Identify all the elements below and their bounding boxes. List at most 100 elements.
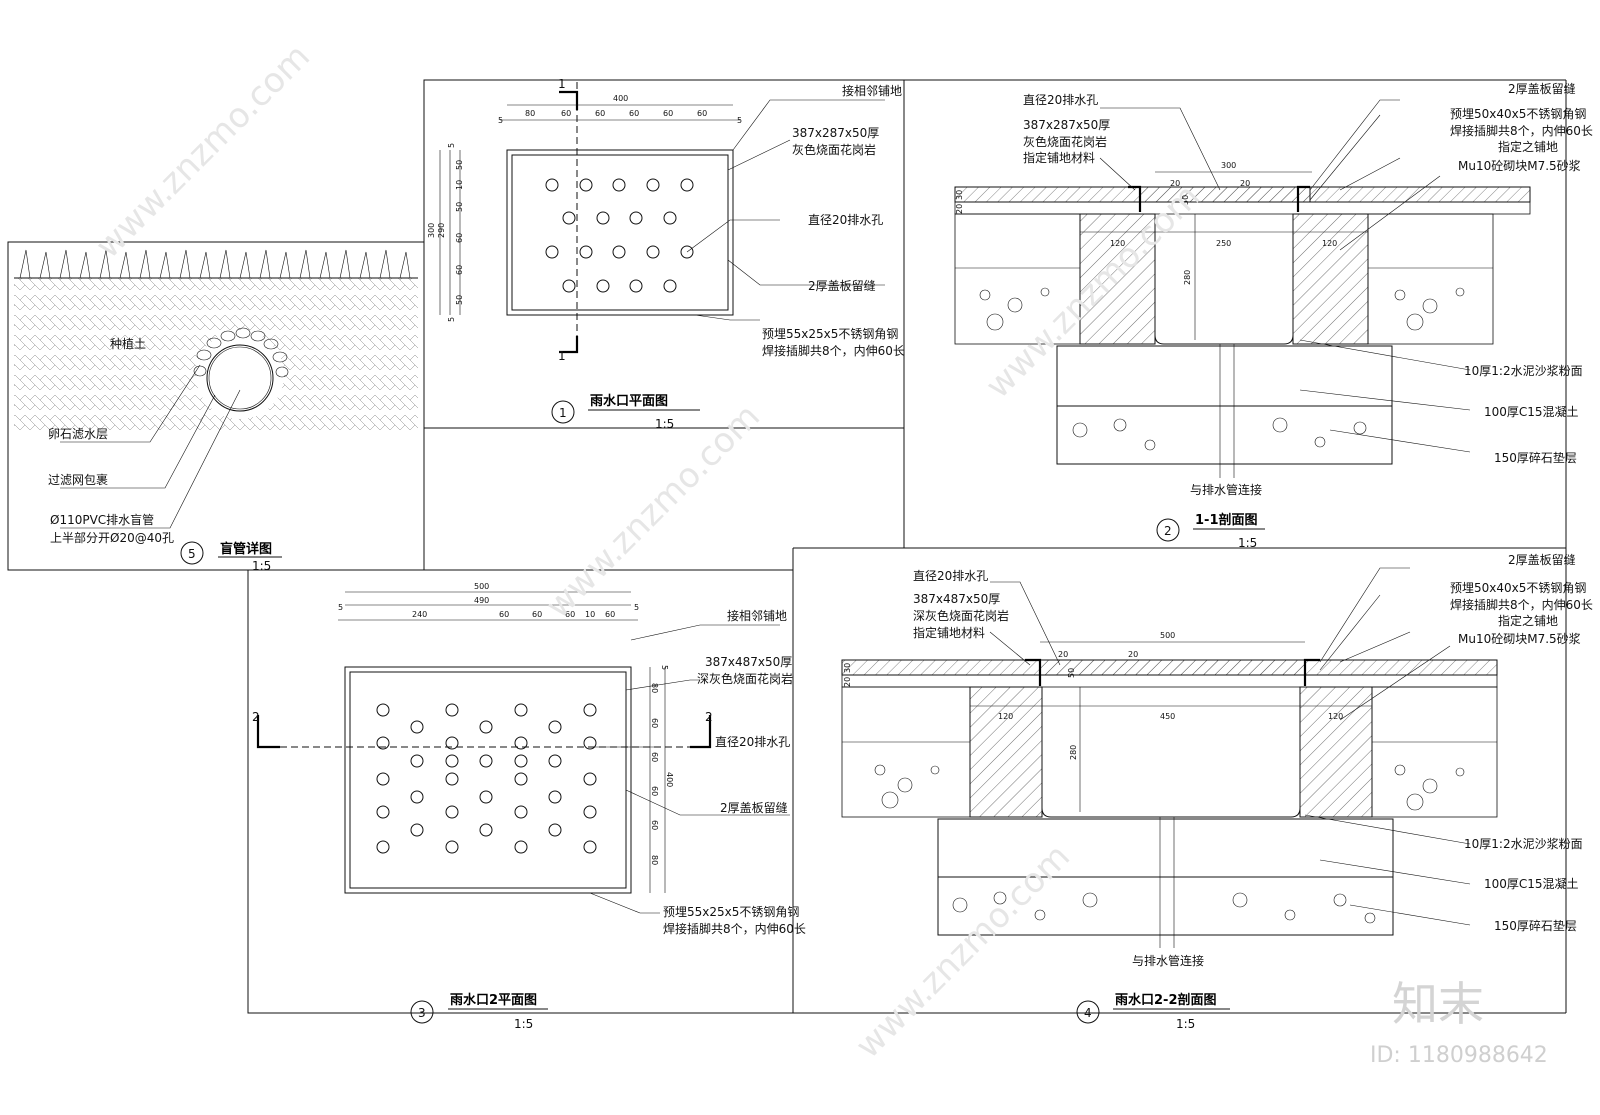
- pvc-pipe: [206, 344, 274, 412]
- label-cover-gap: 2厚盖板留缝: [808, 278, 876, 293]
- dim-left-5: 10: [455, 180, 464, 190]
- dim-2-inner: 250: [1216, 239, 1231, 248]
- label-4-gravel: 150厚碎石垫层: [1494, 918, 1577, 933]
- watermark-id: ID: 1180988642: [1370, 1043, 1548, 1068]
- detail-number-circle-3: [410, 1000, 434, 1024]
- label-planting-soil: 种植土: [110, 336, 146, 351]
- dim-3-top-3: 60: [499, 610, 509, 619]
- detail3-plan: 500 490 5 240 60 60 60 10 60 5 5 80 60 6…: [252, 582, 806, 1031]
- dim-4-depth: 280: [1069, 745, 1078, 760]
- dim-3-top-2: 240: [412, 610, 427, 619]
- dim-3-right-1: 5: [660, 665, 669, 670]
- detail1-scale: 1:5: [655, 417, 674, 431]
- dim-top-3: 60: [561, 109, 571, 118]
- dim-4-wall-r: 120: [1328, 712, 1343, 721]
- detail-number-circle-1: [551, 400, 575, 424]
- dim-top-7: 60: [697, 109, 707, 118]
- dim-3-right-2: 80: [650, 683, 659, 693]
- detail4-scale: 1:5: [1176, 1017, 1195, 1031]
- label-drain-hole: 直径20排水孔: [808, 213, 883, 227]
- label-4-angle-steel: 预埋50x40x5不锈钢角钢: [1450, 581, 1586, 595]
- label-4-drain-hole: 直径20排水孔: [913, 569, 988, 583]
- drain-holes-1: [545, 178, 694, 293]
- label-weld-legs: 焊接插脚共8个，内伸60长: [762, 343, 905, 358]
- label-2-pipe-connect: 与排水管连接: [1190, 482, 1262, 497]
- label-4-granite-color: 深灰色烧面花岗岩: [913, 608, 1009, 623]
- dim-3-inner: 490: [474, 596, 489, 605]
- dim-3-top-8: 5: [634, 603, 639, 612]
- detail3-scale: 1:5: [514, 1017, 533, 1031]
- aggregate-circles-4: [874, 764, 1465, 924]
- detail4-number: 4: [1084, 1006, 1092, 1020]
- detail2-scale: 1:5: [1238, 536, 1257, 550]
- label-4-paving: 指定之铺地: [1498, 613, 1558, 628]
- label-2-paving: 指定之铺地: [1498, 139, 1558, 154]
- section-mark-1-bottom: 1: [558, 349, 566, 363]
- label-2-paving-material: 指定铺地材料: [1023, 150, 1095, 165]
- detail4-section: 500 20 20 50 20 30 120 450 120 280 直径20排…: [841, 552, 1593, 1031]
- watermark-brand: 知末: [1392, 977, 1484, 1031]
- watermark-site-4: www.znzmo.com: [848, 836, 1078, 1066]
- dim-3-overall: 500: [474, 582, 489, 591]
- dim-top-1: 5: [498, 116, 503, 125]
- label-3-granite-color: 深灰色烧面花岗岩: [697, 671, 793, 686]
- dim-top-overall: 400: [613, 94, 628, 103]
- label-3-weld-legs: 焊接插脚共8个，内伸60长: [663, 921, 806, 936]
- dim-2-e: 30: [955, 190, 964, 200]
- label-3-drain-hole: 直径20排水孔: [715, 735, 790, 749]
- label-4-masonry: Mu10砼砌块M7.5砂浆: [1458, 631, 1581, 646]
- dim-2-c: 50: [1181, 195, 1190, 205]
- dim-4-c: 50: [1067, 668, 1076, 678]
- pebble-layer: [193, 327, 289, 378]
- grass-marks: [19, 249, 411, 279]
- label-2-weld-legs: 焊接插脚共8个，内伸60长: [1450, 123, 1593, 138]
- label-4-weld-legs: 焊接插脚共8个，内伸60长: [1450, 597, 1593, 612]
- dim-left-9: 50: [455, 295, 464, 305]
- label-4-mortar: 10厚1:2水泥沙浆粉面: [1464, 836, 1583, 851]
- label-2-angle-steel: 预埋50x40x5不锈钢角钢: [1450, 107, 1586, 121]
- aggregate-circles-2: [979, 287, 1465, 451]
- detail-number-circle-5: [180, 541, 204, 565]
- dim-left-3: 5: [447, 143, 456, 148]
- dim-2-wall-r: 120: [1322, 239, 1337, 248]
- label-adjacent-paving: 接相邻铺地: [842, 83, 902, 98]
- dim-2-depth: 280: [1183, 270, 1192, 285]
- dim-3-top-5: 60: [565, 610, 575, 619]
- dim-left-10: 5: [447, 317, 456, 322]
- dim-3-right-4: 60: [650, 752, 659, 762]
- dim-2-d: 20: [955, 204, 964, 214]
- label-2-cover-gap: 2厚盖板留缝: [1508, 81, 1576, 96]
- dim-3-right-7: 80: [650, 855, 659, 865]
- section-mark-2-right: 2: [705, 710, 713, 724]
- label-filter-mesh: 过滤网包裹: [48, 472, 108, 487]
- dim-3-right-3: 60: [650, 718, 659, 728]
- dim-3-right-5: 60: [650, 786, 659, 796]
- detail3-number: 3: [418, 1006, 426, 1020]
- dim-3-top-6: 10: [585, 610, 595, 619]
- dim-top-5: 60: [629, 109, 639, 118]
- label-granite-color: 灰色烧面花岗岩: [792, 142, 876, 157]
- dim-top-6: 60: [663, 109, 673, 118]
- detail1-plan: 400 5 80 60 60 60 60 60 5 300 290 5 50 1…: [427, 77, 905, 431]
- dim-top-8: 5: [737, 116, 742, 125]
- label-2-masonry: Mu10砼砌块M7.5砂浆: [1458, 158, 1581, 173]
- section-mark-2-left: 2: [252, 710, 260, 724]
- dim-left-8: 60: [455, 265, 464, 275]
- drain-holes-2: [376, 703, 597, 854]
- dim-4-width: 500: [1160, 631, 1175, 640]
- label-2-gravel: 150厚碎石垫层: [1494, 450, 1577, 465]
- label-2-granite-size: 387x287x50厚: [1023, 118, 1110, 132]
- label-angle-steel: 预埋55x25x5不锈钢角钢: [762, 327, 898, 341]
- detail1-number: 1: [559, 406, 567, 420]
- dim-4-b: 20: [1128, 650, 1138, 659]
- label-2-mortar: 10厚1:2水泥沙浆粉面: [1464, 363, 1583, 378]
- dim-left-overall: 300: [427, 223, 436, 238]
- label-pvc-pipe: Ø110PVC排水盲管: [50, 512, 154, 527]
- detail5-scale: 1:5: [252, 559, 271, 573]
- dim-4-wall-l: 120: [998, 712, 1013, 721]
- detail5-blind-pipe: 种植土 卵石滤水层 过滤网包裹 Ø110PVC排水盲管 上半部分开Ø20@40孔…: [14, 249, 418, 573]
- section-mark-1-top: 1: [558, 77, 566, 91]
- label-3-angle-steel: 预埋55x25x5不锈钢角钢: [663, 905, 799, 919]
- watermark-site-1: www.znzmo.com: [88, 36, 318, 266]
